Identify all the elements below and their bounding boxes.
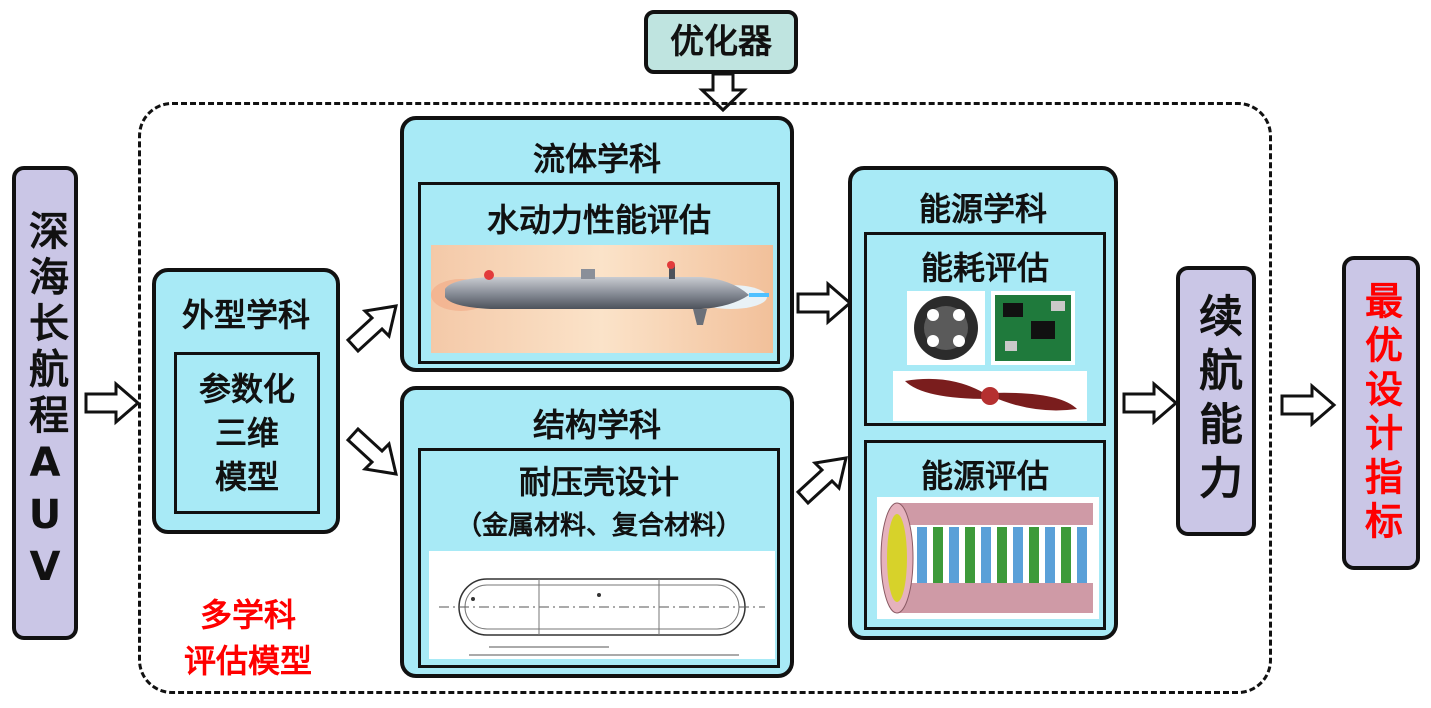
- pressure-hull-label: 耐压壳设计: [518, 463, 679, 501]
- battery-pack-image: [877, 497, 1099, 619]
- arrow-structure-to-energy: [795, 456, 848, 506]
- optimizer-arrow: [698, 72, 748, 113]
- energy-consumption-box: 能耗评估: [864, 232, 1106, 426]
- auv-cfd-image: [431, 245, 773, 353]
- arrow-shape-to-fluid: [345, 304, 398, 354]
- endurance-box: 续航能力: [1176, 266, 1256, 536]
- arrow-auv-to-shape: [84, 380, 141, 426]
- energy-discipline-box: 能源学科 能耗评估 能源评估: [848, 166, 1118, 640]
- hydrodynamic-box: 水动力性能评估: [418, 182, 780, 364]
- pressure-hull-drawing: [429, 551, 775, 659]
- model-caption: 多学科 评估模型: [183, 596, 312, 680]
- multidiscipline-region: [138, 102, 1272, 694]
- auv-label: 深海长航程AUV: [22, 210, 68, 596]
- fluid-discipline-box: 流体学科 水动力性能评估: [400, 116, 794, 372]
- result-label: 最优设计指标: [1358, 281, 1403, 545]
- energy-discipline-title: 能源学科: [918, 190, 1047, 228]
- arrow-energy-to-endurance: [1122, 380, 1179, 426]
- energy-source-label: 能源评估: [920, 457, 1049, 495]
- shape-discipline-box: 外型学科 参数化 三维 模型: [152, 268, 340, 534]
- battery-cells: [917, 527, 1087, 583]
- auv-box: 深海长航程AUV: [12, 166, 78, 640]
- shape-discipline-title: 外型学科: [181, 296, 310, 334]
- optimizer-label: 优化器: [670, 22, 772, 62]
- energy-consumption-label: 能耗评估: [920, 249, 1049, 287]
- result-box: 最优设计指标: [1342, 256, 1420, 570]
- sensor-icon: [907, 291, 985, 365]
- circuit-board-icon: [991, 291, 1075, 365]
- pressure-hull-materials: （金属材料、复合材料）: [455, 511, 742, 541]
- optimizer-box: 优化器: [644, 10, 798, 74]
- endurance-label: 续航能力: [1191, 293, 1242, 509]
- arrow-endurance-to-result: [1280, 382, 1337, 428]
- arrow-fluid-to-energy: [796, 280, 853, 326]
- hydrodynamic-label: 水动力性能评估: [486, 201, 711, 239]
- structure-discipline-title: 结构学科: [532, 406, 661, 444]
- fluid-discipline-title: 流体学科: [532, 140, 661, 178]
- parametric-model-label: 参数化 三维 模型: [198, 370, 295, 496]
- parametric-model-box: 参数化 三维 模型: [174, 352, 320, 514]
- arrow-shape-to-structure: [345, 426, 398, 476]
- propeller-icon: [893, 371, 1087, 421]
- energy-source-box: 能源评估: [864, 440, 1106, 630]
- pressure-hull-box: 耐压壳设计 （金属材料、复合材料）: [418, 448, 780, 668]
- structure-discipline-box: 结构学科 耐压壳设计 （金属材料、复合材料）: [400, 386, 794, 678]
